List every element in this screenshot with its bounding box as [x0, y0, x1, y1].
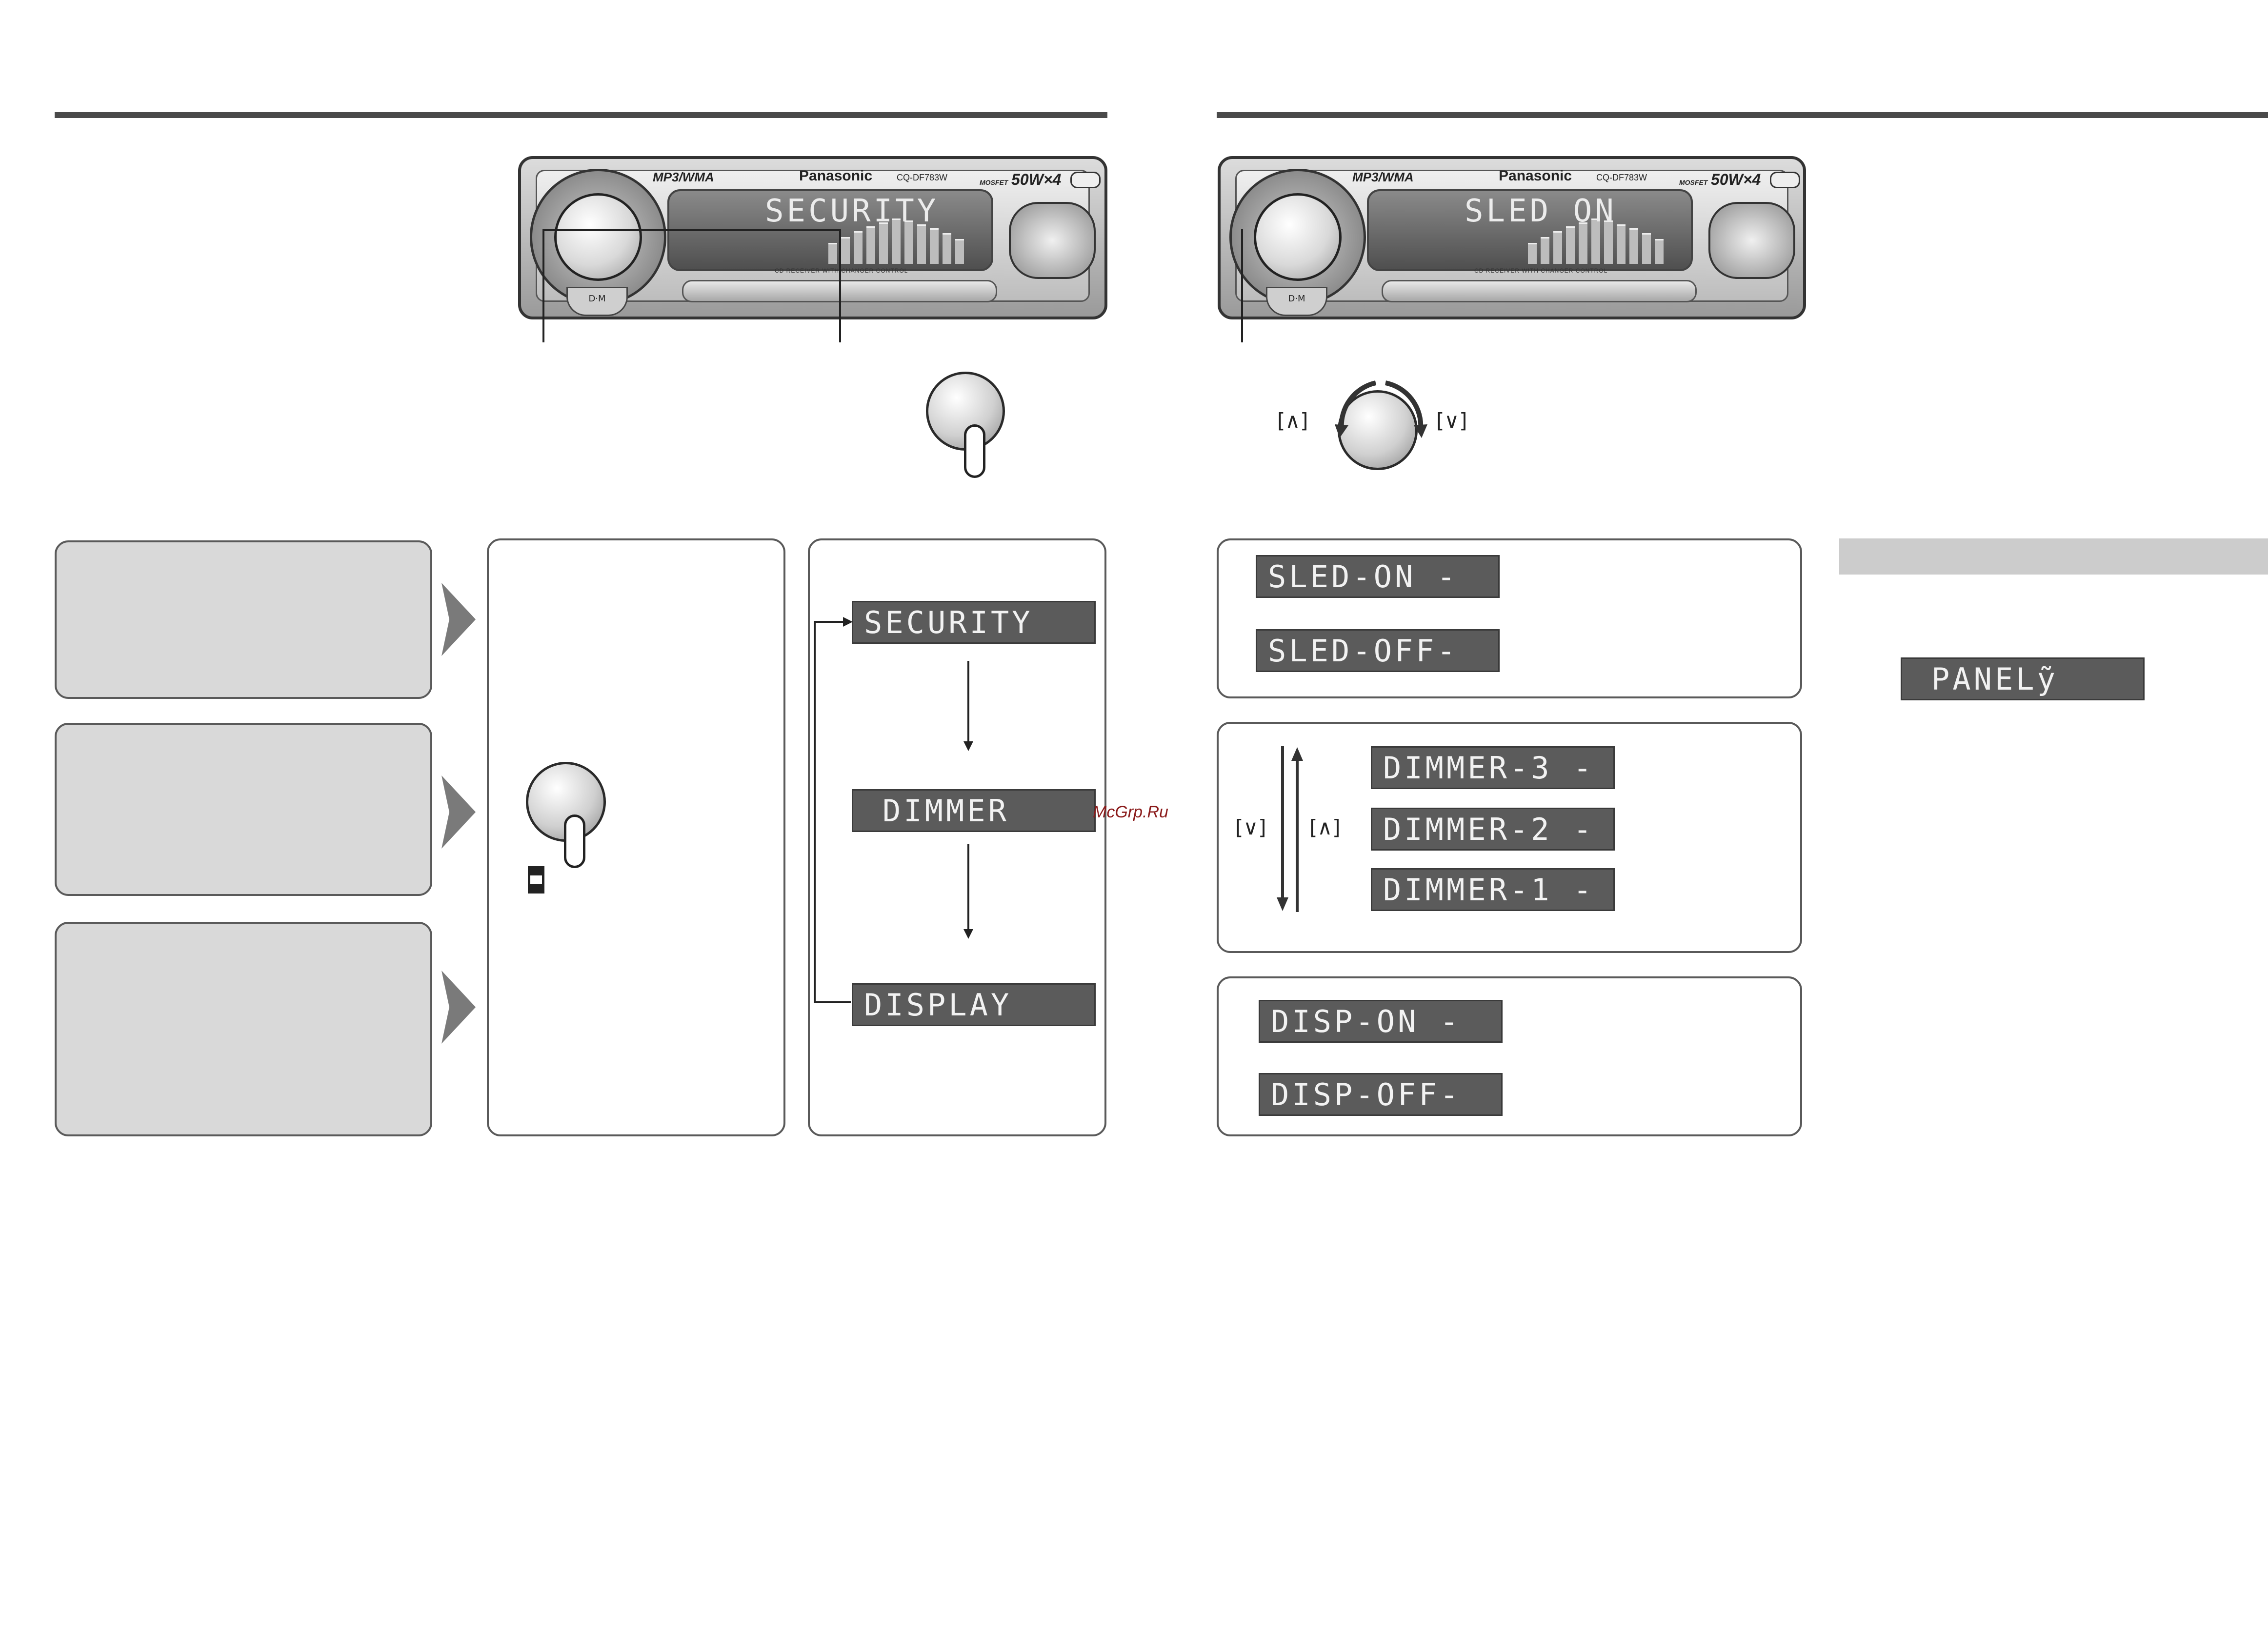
power-badge-right — [1770, 172, 1800, 188]
step-arrow-3 — [442, 971, 476, 1044]
step-box-1 — [55, 540, 432, 699]
stereo-faceplate-right: D·M MP3/WMA Panasonic CQ-DF783W MOSFET 5… — [1218, 156, 1806, 319]
format-logo: MP3/WMA — [653, 170, 714, 184]
header-rule-left — [55, 112, 1107, 118]
hand-pointer-icon-2 — [564, 814, 585, 868]
model-number-right: CQ-DF783W — [1596, 173, 1647, 182]
volume-knob-right[interactable] — [1254, 193, 1342, 281]
stereo-display-text: SECURITY — [765, 193, 939, 229]
step-arrow-1 — [442, 583, 476, 656]
format-logo-right: MP3/WMA — [1352, 170, 1414, 184]
dimmer-down-label: [∨] — [1235, 815, 1266, 839]
volume-knob[interactable] — [554, 193, 642, 281]
side-header-bar — [1839, 538, 2268, 575]
disp-on-display: DISP-ON - — [1259, 1000, 1503, 1043]
step-arrow-2 — [442, 775, 476, 849]
header-rule-right — [1217, 112, 2268, 118]
leader-line-button — [839, 229, 841, 342]
step-box-3 — [55, 922, 432, 1136]
equalizer-graphic — [828, 208, 964, 264]
dimmer-level-1: DIMMER-1 - — [1371, 868, 1615, 911]
watermark: McGrp.Ru — [1093, 803, 1168, 821]
model-number: CQ-DF783W — [897, 173, 948, 182]
power-rating: MOSFET 50W×4 — [980, 171, 1062, 188]
menu-item-dimmer: DIMMER — [852, 789, 1096, 832]
dm-button-right[interactable]: D·M — [1266, 287, 1327, 316]
dimmer-level-2: DIMMER-2 - — [1371, 808, 1615, 851]
rotate-arrows-icon — [1335, 380, 1427, 438]
menu-cycle-arrows — [814, 617, 973, 1003]
menu-item-security: SECURITY — [852, 601, 1096, 644]
hand-pointer-icon — [964, 424, 985, 478]
panel-display: PANELỹ — [1901, 657, 2145, 700]
brand-logo-right: Panasonic — [1499, 168, 1572, 184]
hourglass-icon — [528, 866, 544, 893]
step-box-2 — [55, 723, 432, 896]
power-badge — [1070, 172, 1101, 188]
rotate-left-label: [∧] — [1277, 409, 1308, 433]
rotate-right-label: [∨] — [1436, 409, 1467, 433]
press-hold-box — [487, 538, 785, 1136]
control-pad[interactable] — [1009, 202, 1096, 279]
leader-line-knob-right — [1241, 229, 1243, 342]
control-pad-right[interactable] — [1708, 202, 1795, 279]
dimmer-updown-arrows — [1277, 746, 1303, 912]
dimmer-level-3: DIMMER-3 - — [1371, 746, 1615, 789]
stereo-caption: CD RECEIVER WITH CHANGER CONTROL — [775, 267, 908, 274]
dimmer-up-label: [∧] — [1309, 815, 1341, 839]
preset-buttons-right[interactable] — [1382, 280, 1697, 302]
sled-on-display: SLED-ON - — [1256, 555, 1500, 598]
brand-logo: Panasonic — [799, 168, 873, 184]
equalizer-graphic-right — [1528, 208, 1664, 264]
leader-line-button-h — [611, 229, 840, 231]
stereo-display-text-right: SLED ON — [1465, 193, 1617, 229]
leader-line-knob — [542, 229, 544, 342]
dm-button[interactable]: D·M — [566, 287, 628, 316]
power-rating-right: MOSFET 50W×4 — [1679, 171, 1761, 188]
stereo-caption-right: CD RECEIVER WITH CHANGER CONTROL — [1474, 267, 1608, 274]
leader-line-knob-h — [542, 229, 611, 231]
stereo-faceplate-left: D·M MP3/WMA Panasonic CQ-DF783W MOSFET 5… — [518, 156, 1107, 319]
sled-off-display: SLED-OFF- — [1256, 629, 1500, 672]
menu-item-display: DISPLAY — [852, 983, 1096, 1026]
disp-off-display: DISP-OFF- — [1259, 1073, 1503, 1116]
